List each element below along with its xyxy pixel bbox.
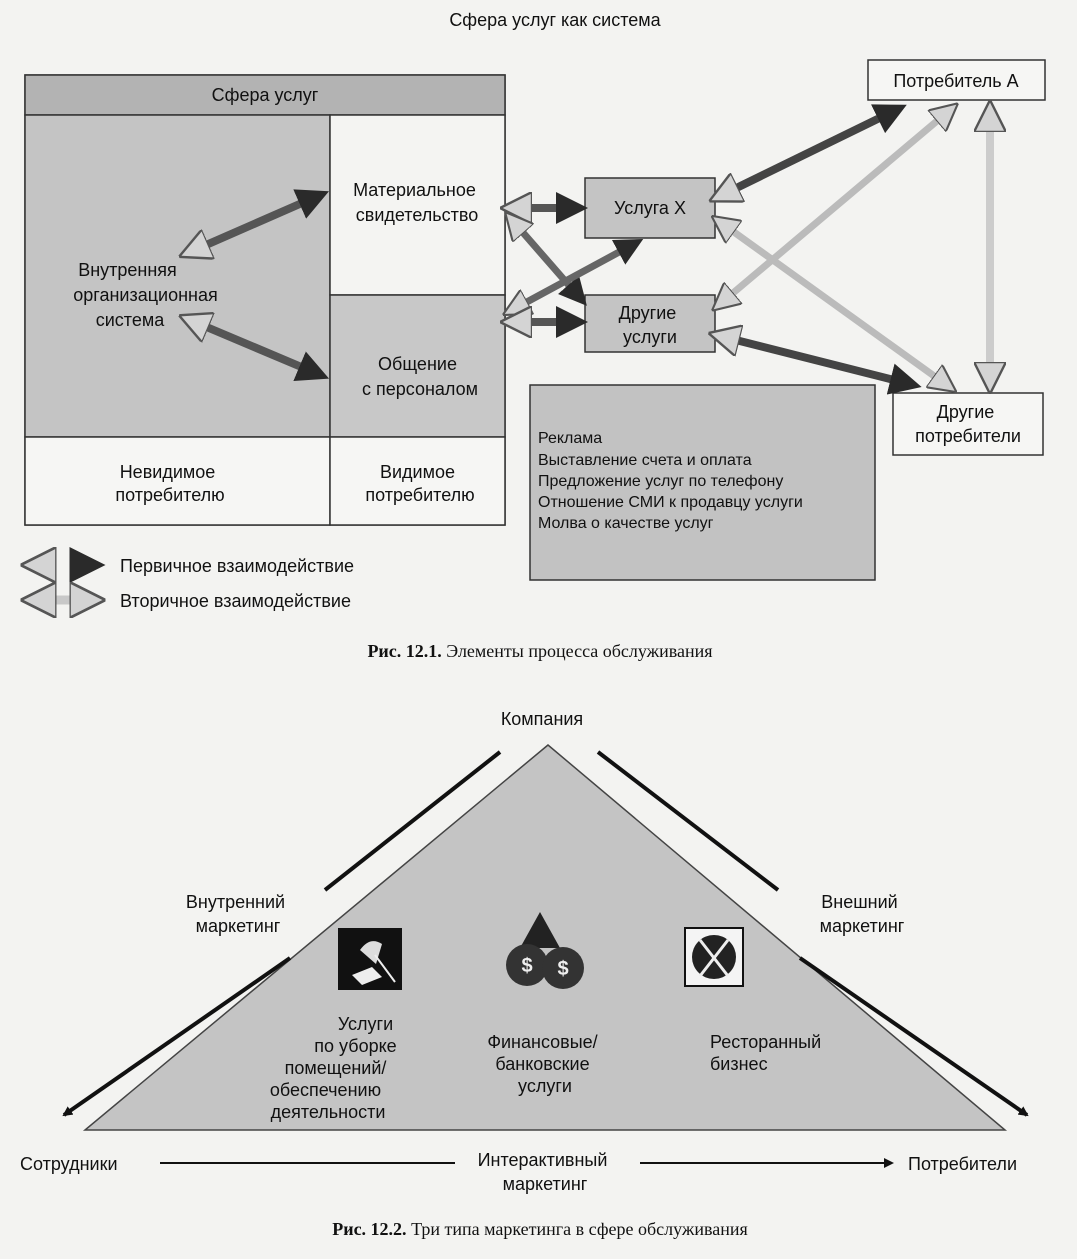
arrow-service-x-customer-a (720, 110, 896, 196)
arrow-evidence-other-services (512, 220, 580, 298)
arrow-internal-evidence (190, 196, 318, 252)
other-contacts-list: Реклама Выставление счета и оплата Предл… (538, 430, 807, 532)
legend: Первичное взаимодействие Вторичное взаим… (34, 556, 354, 611)
service-x-box: Услуга X (584, 177, 716, 239)
figure2-caption: Рис. 12.2. Три типа маркетинга в сфере о… (332, 1219, 748, 1239)
figure-marketing-triangle: Компания Внутренний маркетинг Внешний ма… (20, 709, 1029, 1239)
finance-icon: $ $ (506, 912, 584, 989)
physical-evidence-label: Материальное свидетельство (353, 180, 481, 225)
restaurant-label: Ресторанный бизнес (710, 1032, 826, 1074)
customer-a-box: Потребитель А (867, 59, 1046, 101)
internal-line (323, 750, 502, 892)
other-services-box: Другие услуги (584, 294, 716, 353)
invisible-label: Невидимое потребителю (115, 462, 224, 505)
svg-text:$: $ (557, 958, 568, 980)
legend-secondary: Вторичное взаимодействие (120, 591, 351, 611)
contact-personnel-cell (329, 294, 506, 438)
cleaning-icon (338, 928, 402, 990)
external-line (596, 750, 780, 892)
customer-a-label: Потребитель А (893, 71, 1018, 91)
physical-evidence-cell (329, 114, 506, 296)
other-contacts-box: Реклама Выставление счета и оплата Предл… (529, 384, 876, 581)
customers-label: Потребители (908, 1154, 1017, 1174)
invisible-cell (24, 436, 331, 526)
arrow-personnel-service-x (512, 244, 634, 310)
apex-company: Компания (501, 709, 583, 729)
external-marketing-label: Внешний маркетинг (820, 892, 905, 936)
visible-cell (329, 436, 506, 526)
system-header-label: Сфера услуг (212, 85, 319, 105)
system-header (24, 74, 506, 116)
contact-personnel-label: Общение с персоналом (362, 354, 478, 399)
interactive-marketing-label: Интерактивный маркетинг (478, 1150, 613, 1194)
svg-text:$: $ (521, 955, 532, 977)
arrow-other-services-customer-a (720, 110, 950, 304)
internal-arrow (62, 956, 292, 1117)
other-customers-box: Другие потребители (892, 392, 1044, 456)
figure-title: Сфера услуг как система (449, 10, 661, 30)
figure1-caption: Рис. 12.1. Элементы процесса обслуживани… (367, 641, 712, 661)
service-x-label: Услуга X (614, 198, 686, 218)
arrow-internal-personnel (190, 320, 318, 374)
restaurant-icon (684, 927, 744, 987)
other-customers-label: Другие потребители (915, 402, 1021, 446)
internal-system-label: Внутренняя организационная система (73, 260, 223, 330)
cleaning-label: Услуги по уборке помещений/ обеспечению … (270, 1014, 402, 1122)
service-system-box: Сфера услуг Внутренняя организационная с… (24, 74, 506, 526)
external-arrow (798, 956, 1029, 1117)
employees-label: Сотрудники (20, 1154, 118, 1174)
other-services-label: Другие услуги (619, 303, 682, 347)
finance-label: Финансовые/ банковские услуги (487, 1032, 602, 1096)
internal-marketing-label: Внутренний маркетинг (186, 892, 290, 936)
visible-label: Видимое потребителю (365, 462, 474, 505)
arrow-other-services-other-customers (720, 336, 910, 384)
figure-service-system: Сфера услуг как система Сфера услуг Внут… (24, 10, 1046, 661)
interaction-arrows (190, 110, 990, 386)
internal-system-cell (24, 114, 331, 438)
legend-primary: Первичное взаимодействие (120, 556, 354, 576)
